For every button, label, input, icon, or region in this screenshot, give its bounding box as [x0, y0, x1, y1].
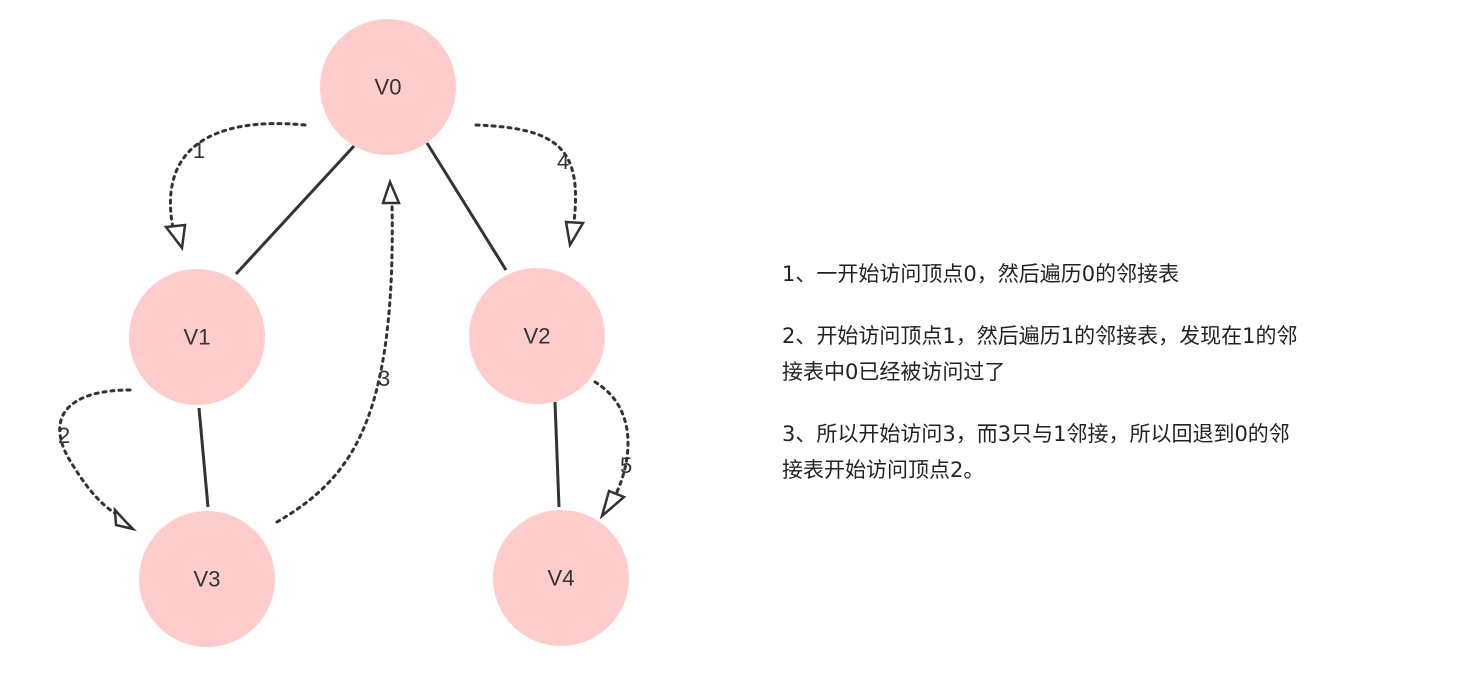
arrowhead-icon	[113, 506, 137, 532]
node-v0: V0	[320, 19, 456, 155]
note-step-2: 2、开始访问顶点1，然后遍历1的邻接表，发现在1的邻接表中0已经被访问过了	[782, 324, 1298, 384]
traversal-arrow-2	[58, 388, 137, 532]
node-circle	[320, 19, 456, 155]
edge-v1-v3	[197, 407, 210, 508]
node-circle	[469, 268, 605, 404]
node-v2: V2	[469, 268, 605, 404]
node-circle	[129, 269, 265, 405]
arrowhead-icon	[163, 223, 187, 252]
arrowhead-icon	[599, 489, 627, 520]
step-label-5: 5	[620, 453, 632, 478]
edge-v2-v4	[553, 401, 561, 508]
node-label: V2	[524, 324, 551, 349]
node-label: V0	[375, 75, 402, 100]
node-circle	[139, 511, 275, 647]
step-label-2: 2	[58, 423, 70, 448]
node-label: V4	[548, 566, 575, 591]
node-v4: V4	[493, 510, 629, 646]
arrowhead-icon	[564, 220, 586, 249]
step-label-3: 3	[378, 366, 390, 391]
note-step-1: 1、一开始访问顶点0，然后遍历0的邻接表	[782, 262, 1180, 286]
step-label-1: 1	[193, 138, 205, 163]
node-label: V3	[194, 567, 221, 592]
edge-v0-v1	[234, 144, 356, 276]
node-v3: V3	[139, 511, 275, 647]
node-circle	[493, 510, 629, 646]
edge-v0-v2	[425, 142, 508, 271]
explanation-notes: 1、一开始访问顶点0，然后遍历0的邻接表 2、开始访问顶点1，然后遍历1的邻接表…	[782, 256, 1302, 514]
traversal-arrow-3	[275, 178, 401, 524]
node-v1: V1	[129, 269, 265, 405]
arrowhead-icon	[381, 178, 401, 205]
node-label: V1	[184, 325, 211, 350]
traversal-arrow-1	[163, 122, 307, 252]
traversal-arrow-5	[593, 380, 630, 520]
step-label-4: 4	[557, 149, 569, 174]
traversal-arrow-4	[474, 123, 586, 249]
note-step-3: 3、所以开始访问3，而3只与1邻接，所以回退到0的邻接表开始访问顶点2。	[782, 422, 1290, 482]
